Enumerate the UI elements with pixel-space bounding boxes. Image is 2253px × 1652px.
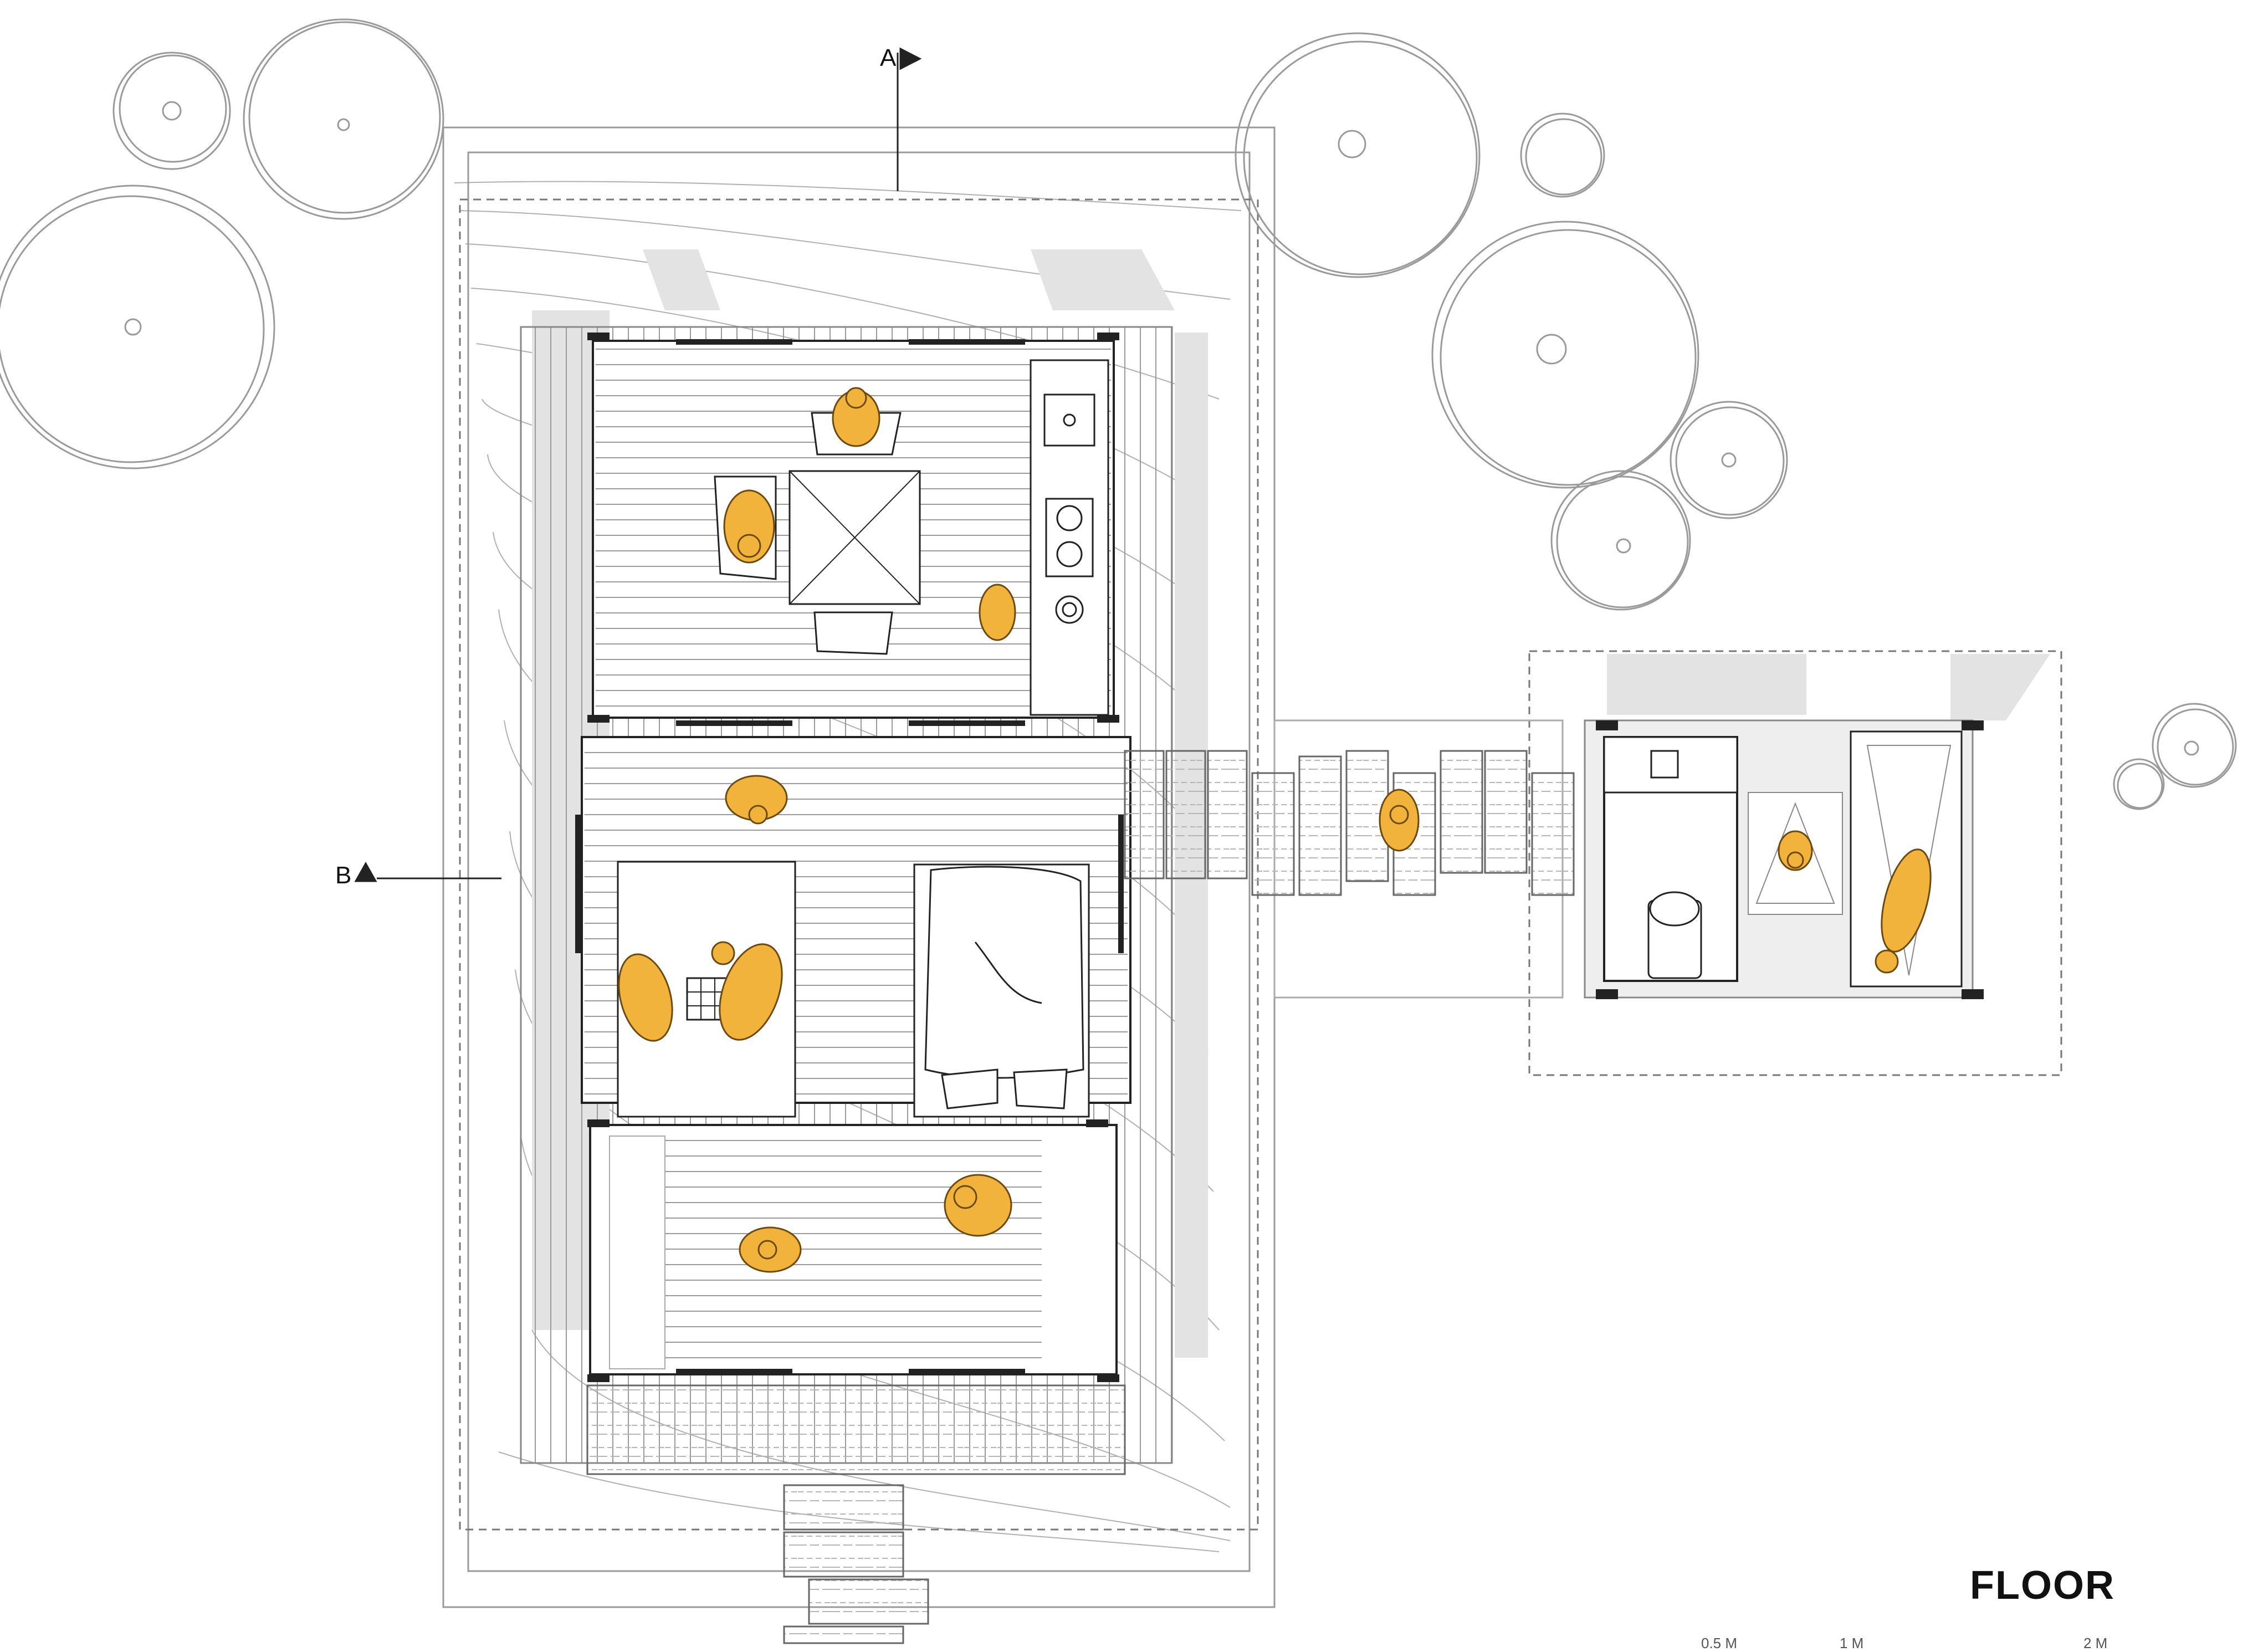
section-b-label: B (335, 862, 352, 889)
living-room (589, 1124, 1118, 1375)
sink-icon (1043, 393, 1095, 447)
entry-steps (783, 1484, 929, 1644)
bedroom (581, 736, 1131, 1118)
person-icon (618, 387, 1932, 1273)
walkway (1124, 750, 1575, 896)
scale-label-2m: 2 M (2083, 1635, 2108, 1651)
window-frames (575, 333, 1124, 1382)
scale-label-0-5m: 0.5 M (1701, 1635, 1738, 1651)
toilet-icon (1647, 891, 1702, 979)
section-a-label: A (880, 44, 897, 71)
section-arrow-icon (899, 47, 922, 70)
scale-label-1m: 1 M (1840, 1635, 1864, 1651)
bed-icon (913, 863, 1090, 1118)
stove-icon (1045, 498, 1094, 624)
sink-icon (1650, 750, 1679, 779)
section-arrow-icon (354, 861, 377, 882)
section-markers (354, 47, 922, 882)
tree-icon (0, 18, 2237, 810)
drawing-title: FLOOR (1970, 1563, 2115, 1608)
